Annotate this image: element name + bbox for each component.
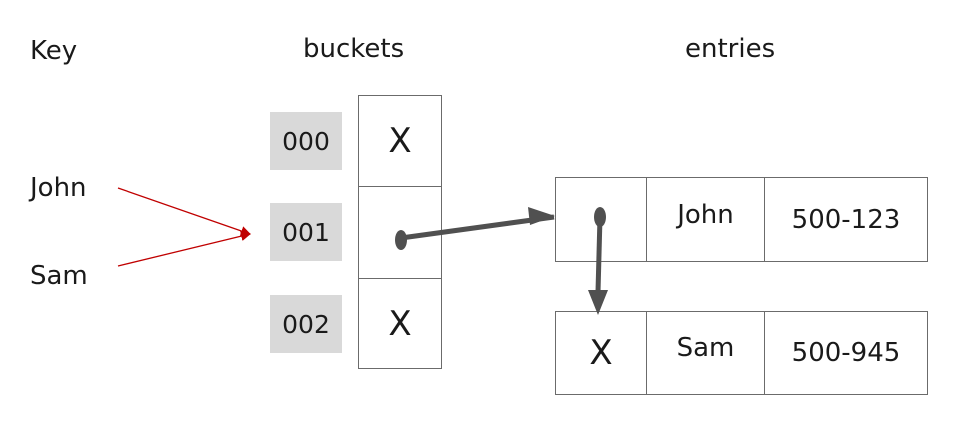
john-hash-arrow xyxy=(117,187,251,236)
bucket-to-entry-arrowhead xyxy=(528,207,555,225)
entry-sam-name: Sam xyxy=(646,311,765,395)
entry-john-name-text: John xyxy=(677,199,734,230)
buckets-column-header: buckets xyxy=(303,34,405,64)
null-marker: X xyxy=(388,121,412,161)
bucket-002: X xyxy=(358,278,442,369)
entry-john-phone: 500-123 xyxy=(764,177,928,262)
entry-john-next xyxy=(555,177,647,262)
sam-hash-arrow xyxy=(117,231,251,267)
key-john: John xyxy=(30,173,87,203)
entries-column-header: entries xyxy=(685,34,776,64)
entry-john-name: John xyxy=(646,177,765,262)
entry-sam-next: X xyxy=(555,311,647,395)
bucket-000: X xyxy=(358,95,442,187)
null-marker: X xyxy=(589,333,613,373)
hash-value-001: 001 xyxy=(270,203,342,261)
null-marker: X xyxy=(388,303,412,344)
key-column-header: Key xyxy=(30,36,78,66)
key-sam: Sam xyxy=(30,261,88,291)
hash-value-002: 002 xyxy=(270,295,342,353)
entry-sam-phone-text: 500-945 xyxy=(791,338,901,368)
hash-value-000: 000 xyxy=(270,112,342,170)
entry-sam-phone: 500-945 xyxy=(764,311,928,395)
entry-john-phone-text: 500-123 xyxy=(791,204,901,235)
bucket-001 xyxy=(358,186,442,279)
entry-sam-name-text: Sam xyxy=(676,333,735,363)
